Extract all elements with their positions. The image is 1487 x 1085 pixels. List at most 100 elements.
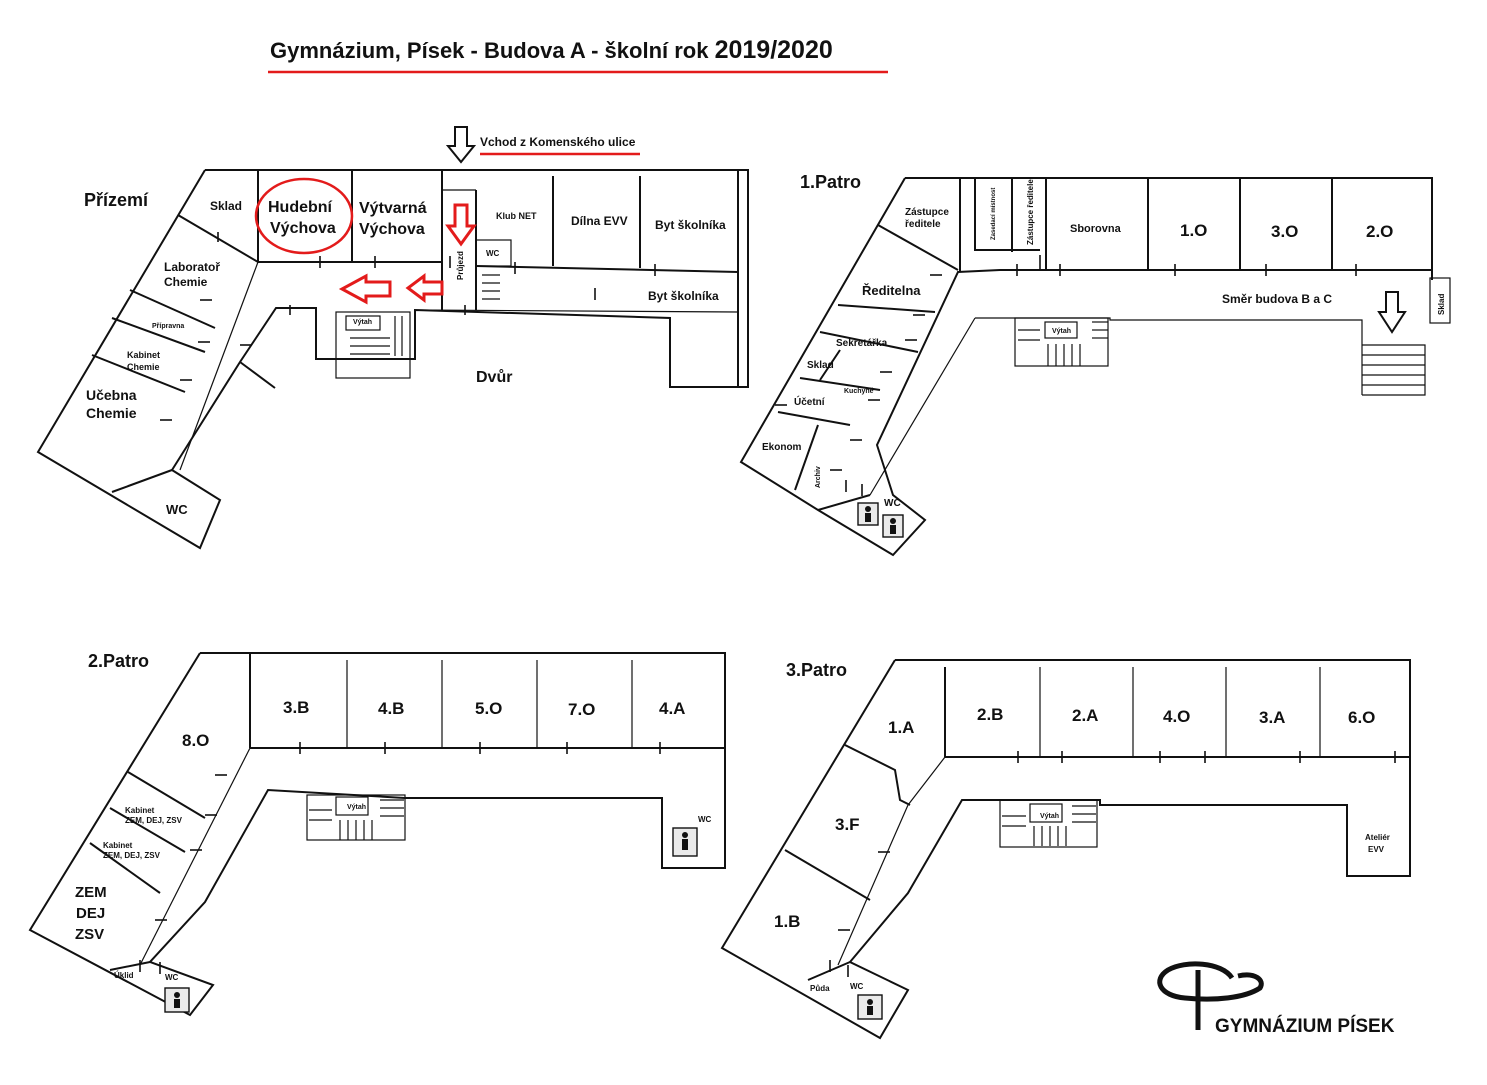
label-dvur: Dvůr: [476, 369, 512, 386]
room-wc: WC: [166, 502, 188, 517]
logo-mark-icon: [1157, 961, 1264, 1002]
wc-person-body-icon: [867, 1006, 873, 1015]
room-klub-net: Klub NET: [496, 211, 537, 221]
room-6o: 6.O: [1348, 708, 1375, 727]
ground-corridor-wall-top-right: [475, 265, 739, 273]
room-byt-skolnika-1: Byt školníka: [655, 218, 726, 232]
ground-wc-box: [475, 239, 512, 267]
room-zasedaci-mistnost: Zasedací místnost: [991, 188, 997, 240]
room-2o: 2.O: [1366, 222, 1393, 241]
room-1a: 1.A: [888, 718, 914, 737]
ground-lift-box: [345, 315, 381, 331]
ground-door-ticks: [160, 232, 656, 421]
third-lift-box: [1029, 803, 1063, 823]
second-wing-div-1: [127, 771, 206, 819]
first-wing-div-4: [799, 377, 881, 391]
school-logo: GYMNÁZIUM PÍSEK: [1157, 961, 1395, 1037]
first-stair-right-steps: [1362, 354, 1425, 386]
room-laborator-chemie-2: Chemie: [164, 275, 208, 289]
ground-stair-frame: [335, 311, 411, 379]
room-wc-top: WC: [486, 249, 500, 258]
room-wc-1: WC: [884, 498, 901, 509]
second-wing-div-3: [89, 842, 161, 894]
ground-outer-wall: [36, 169, 749, 550]
room-prujezd: Průjezd: [456, 251, 465, 280]
second-wing-div-4: [109, 961, 151, 971]
first-div-zased: [974, 178, 1040, 251]
room-vytah: Výtah: [353, 319, 372, 326]
room-vytah-2: Výtah: [347, 804, 366, 811]
entrance-label: Vchod z Komenského ulice: [480, 135, 636, 149]
room-ucetni: Účetní: [794, 395, 826, 408]
room-2b: 2.B: [977, 705, 1003, 724]
room-puda: Půda: [810, 984, 830, 993]
third-floor: 3.Patro 1.: [720, 659, 1411, 1040]
red-arrow-down-icon: [445, 203, 477, 247]
room-kabinet-zem-1: Kabinet: [125, 806, 155, 815]
ground-floor-label: Přízemí: [84, 190, 149, 210]
second-wing-corridor: [139, 747, 251, 966]
title-block: Gymnázium, Písek - Budova A - školní rok…: [268, 36, 888, 74]
wc-person-icon: [174, 992, 180, 998]
red-arrow-left-2-icon: [338, 273, 392, 305]
first-floor-label: 1.Patro: [800, 172, 861, 192]
room-4a: 4.A: [659, 699, 685, 718]
ground-wing-corridor-line: [179, 261, 259, 471]
ground-wing-stub: [239, 361, 276, 389]
room-zastupce-reditele: Zástupce: [905, 207, 949, 218]
room-atelier-evv-2: EVV: [1368, 845, 1385, 854]
first-wing-corridor: [869, 317, 976, 496]
room-5o: 5.O: [475, 699, 502, 718]
room-hudebni-vychova-2: Výchova: [270, 220, 336, 237]
second-floor-label: 2.Patro: [88, 651, 149, 671]
room-wc-2-left: WC: [165, 973, 179, 982]
first-stair-steps: [1018, 321, 1108, 366]
room-sklad: Sklad: [210, 199, 242, 213]
third-outer-wall: [720, 659, 1411, 1040]
room-hudebni-vychova: Hudební: [268, 199, 333, 216]
room-zastupce-reditele-vertical: Zástupce ředitele: [1026, 179, 1035, 245]
third-wing-diag: [907, 756, 946, 806]
room-kabinet-chemie: Kabinet: [127, 350, 160, 360]
title-text: Gymnázium, Písek - Budova A - školní rok…: [270, 36, 833, 64]
room-2a: 2.A: [1072, 706, 1098, 725]
ground-wing-div-4: [91, 354, 186, 393]
second-wing-div-2: [109, 807, 186, 853]
room-sklad-1: Sklad: [807, 360, 834, 371]
room-1o: 1.O: [1180, 221, 1207, 240]
wc-person-body-icon: [890, 525, 896, 534]
ground-stair-steps-right: [482, 274, 500, 300]
third-wing-div-2: [807, 961, 851, 981]
entrance-arrow-icon: [445, 126, 477, 164]
third-wing-div-1: [784, 849, 871, 901]
ground-wing-div-5: [111, 469, 173, 493]
entrance-marker: Vchod z Komenského ulice: [445, 126, 640, 164]
second-door-ticks: [139, 742, 661, 974]
room-sklad-side: Sklad: [1437, 294, 1446, 315]
red-arrow-left-1-icon: [405, 273, 444, 303]
room-4b: 4.B: [378, 699, 404, 718]
room-vytah-3: Výtah: [1040, 813, 1059, 820]
room-3f: 3.F: [835, 815, 860, 834]
room-4o: 4.O: [1163, 707, 1190, 726]
room-zem: ZEM: [75, 884, 107, 901]
room-ucebna-chemie: Učebna: [86, 387, 137, 403]
room-kabinet-zem-2: Kabinet: [103, 841, 133, 850]
third-1a-wall: [844, 744, 911, 806]
ground-wing-div-2: [129, 289, 216, 329]
wc-person-body-icon: [865, 513, 871, 522]
first-wing-div-2: [837, 304, 936, 313]
room-kabinet-chemie-2: Chemie: [127, 362, 160, 372]
first-direction-arrow-icon: [1377, 291, 1407, 334]
room-pripravna: Přípravna: [152, 323, 184, 330]
room-kabinet-zem-2b: ZEM, DEJ, ZSV: [103, 851, 161, 860]
first-lift-box: [1044, 321, 1078, 339]
room-sborovna: Sborovna: [1070, 223, 1122, 235]
first-wing-div-1: [877, 224, 959, 271]
room-wc-2-right: WC: [698, 815, 712, 824]
room-3b: 3.B: [283, 698, 309, 717]
room-zsv: ZSV: [75, 926, 104, 943]
room-wc-3: WC: [850, 982, 864, 991]
room-vytvarna-vychova-2: Výchova: [359, 221, 425, 238]
